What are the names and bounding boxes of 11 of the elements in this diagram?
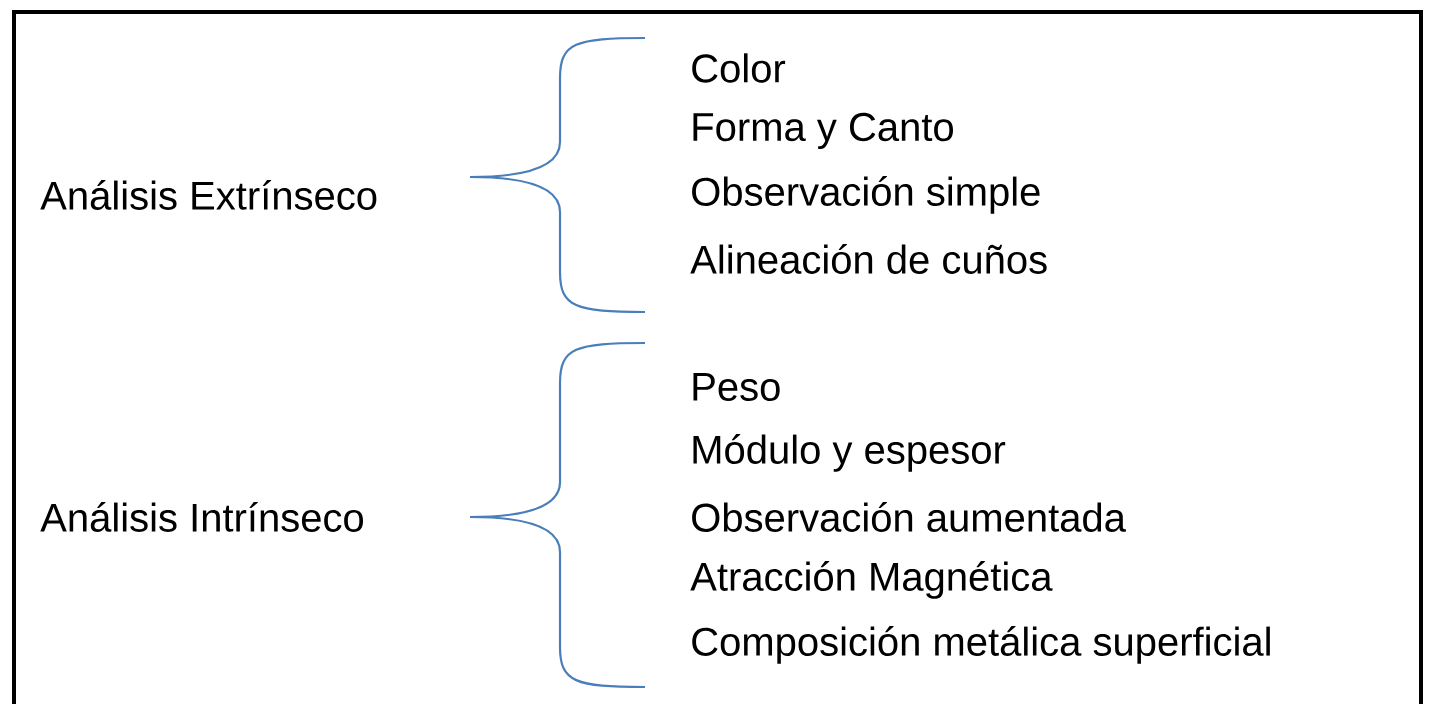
- list-item: Observación aumentada: [692, 502, 1126, 532]
- list-item: Atracción Magnética: [690, 561, 1053, 599]
- list-item: Alineación de cuños: [690, 244, 1047, 274]
- list-item: Composición metálica superficial: [692, 626, 1270, 664]
- category-label: Análisis Extrínseco: [40, 180, 377, 210]
- list-item: Peso: [693, 373, 780, 401]
- list-item: Observación simple: [692, 176, 1040, 214]
- category-label: Análisis Intrínseco: [40, 502, 364, 532]
- list-item: Módulo y espesor: [693, 434, 1006, 472]
- list-item: Color: [692, 53, 786, 83]
- list-item: Forma y Canto: [693, 112, 953, 150]
